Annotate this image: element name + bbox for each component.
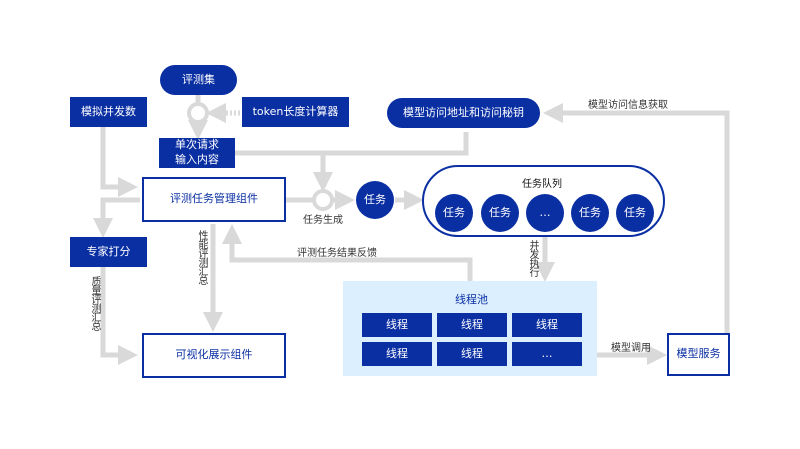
task-queue-title: 任务队列	[522, 179, 562, 190]
eval-set-node: 评测集	[160, 65, 237, 95]
thread-cell: 线程	[512, 313, 582, 337]
queue-item: 任务	[571, 194, 609, 232]
concurrency-node: 模拟并发数	[70, 97, 147, 127]
thread-cell: 线程	[437, 313, 507, 337]
queue-item: 任务	[481, 194, 519, 232]
task-queue	[422, 165, 665, 237]
thread-cell: …	[512, 342, 582, 366]
visualization-node: 可视化展示组件	[142, 333, 286, 378]
thread-pool-title: 线程池	[455, 293, 488, 306]
model-info-label: 模型访问信息获取	[588, 100, 668, 111]
thread-cell: 线程	[362, 342, 432, 366]
thread-cell: 线程	[437, 342, 507, 366]
task-manager-node: 评测任务管理组件	[142, 177, 286, 222]
concurrent-exec-label: 并发执行	[527, 240, 538, 276]
model-access-node: 模型访问地址和访问秘钥	[387, 98, 540, 128]
task-gen-label: 任务生成	[303, 215, 343, 226]
expert-scoring-node: 专家打分	[70, 237, 147, 267]
queue-item: …	[526, 194, 564, 232]
quality-summary-label: 质量评测汇总	[89, 276, 100, 330]
model-call-label: 模型调用	[611, 343, 651, 354]
queue-item: 任务	[435, 194, 473, 232]
task-junction	[312, 189, 334, 211]
thread-cell: 线程	[362, 313, 432, 337]
task-node: 任务	[356, 181, 394, 219]
model-service-node: 模型服务	[667, 333, 730, 376]
token-calculator-node: token长度计算器	[242, 97, 349, 127]
queue-item: 任务	[616, 194, 654, 232]
feedback-label: 评测任务结果反馈	[297, 248, 377, 259]
single-request-node: 单次请求 输入内容	[159, 138, 235, 168]
merge-junction	[187, 102, 209, 124]
perf-summary-label: 性能评测汇总	[196, 230, 207, 284]
